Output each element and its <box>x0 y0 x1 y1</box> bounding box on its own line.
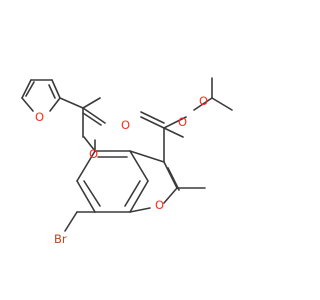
atom-labels: O O O O O O Br <box>35 94 208 246</box>
bond <box>48 84 56 99</box>
bond <box>76 180 96 213</box>
molecule-drawing <box>21 77 233 232</box>
oxygen-label: O <box>155 198 164 212</box>
bond <box>163 161 178 189</box>
bond <box>51 79 61 99</box>
structure-diagram: O O O O O O Br <box>21 77 233 246</box>
bond <box>124 180 141 207</box>
bond <box>83 136 96 152</box>
bond <box>25 81 35 97</box>
bond <box>82 97 101 109</box>
bond <box>163 127 184 138</box>
bond <box>129 207 151 213</box>
bond <box>76 150 96 182</box>
oxygen-label: O <box>178 115 187 129</box>
bond <box>140 111 165 124</box>
bond <box>211 97 233 111</box>
bond <box>129 180 149 213</box>
bond <box>59 97 84 109</box>
bonds <box>21 77 233 232</box>
bond <box>167 167 180 191</box>
bond <box>64 211 78 232</box>
bond <box>163 187 178 204</box>
bond <box>129 150 165 163</box>
bond <box>21 97 34 112</box>
oxygen-label: O <box>89 147 98 161</box>
bond <box>83 180 101 207</box>
bond <box>49 97 61 112</box>
bond <box>82 107 106 124</box>
oxygen-label: O <box>35 110 44 124</box>
bond <box>163 116 187 129</box>
oxygen-label: O <box>121 118 130 132</box>
bond <box>129 150 149 182</box>
bond <box>193 97 213 111</box>
bond <box>140 116 165 129</box>
bromine-label: Br <box>54 232 67 246</box>
oxygen-label: O <box>199 94 208 108</box>
bond <box>82 112 102 126</box>
bond <box>21 79 32 99</box>
